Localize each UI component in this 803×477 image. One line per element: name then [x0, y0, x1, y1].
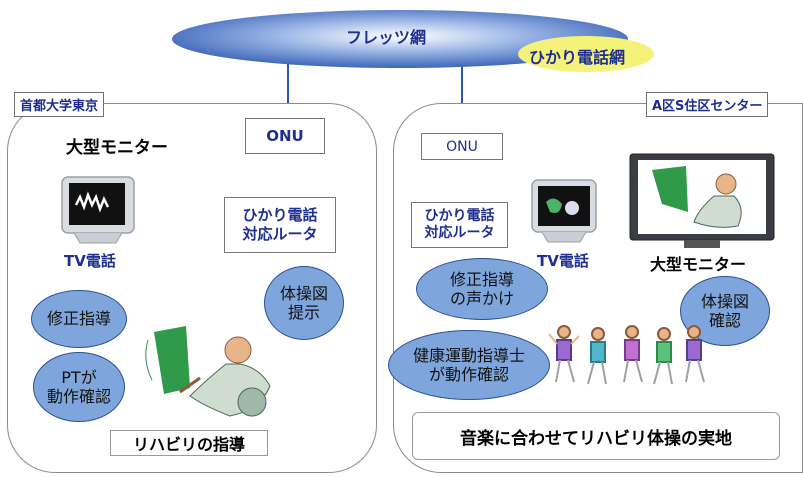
left-tv-phone-device: [61, 176, 135, 244]
left-caption: リハビリの指導: [110, 430, 268, 456]
right-bubble-instructor: 健康運動指導士 が動作確認: [388, 330, 550, 400]
left-instructor-illustration: [145, 326, 271, 417]
left-bubble-correction: 修正指導: [31, 290, 127, 348]
right-onu-box: ONU: [421, 133, 503, 160]
flets-network-ellipse: [172, 10, 628, 68]
left-bubble-diagram: 体操図 提示: [264, 266, 344, 340]
right-site-name: A区S住区センター: [646, 92, 769, 117]
left-site-name: 首都大学東京: [14, 92, 105, 117]
right-big-monitor-device: [629, 153, 775, 248]
right-tv-phone-device: [531, 179, 597, 243]
right-bubble-call: 修正指導 の声かけ: [416, 258, 548, 320]
left-tv-phone-label: TV電話: [64, 252, 116, 270]
right-dancers-illustration: [548, 325, 705, 385]
left-bubble-pt-check: PTが 動作確認: [33, 352, 125, 422]
right-big-monitor-label: 大型モニター: [650, 255, 747, 274]
left-onu-box: ONU: [245, 118, 325, 154]
right-caption: 音楽に合わせてリハビリ体操の実地: [412, 412, 780, 460]
hikari-denwa-ellipse: [518, 36, 654, 72]
left-big-monitor-label: 大型モニター: [66, 138, 168, 158]
flets-label: フレッツ網: [346, 28, 427, 47]
left-router-box: ひかり電話 対応ルータ: [224, 197, 336, 253]
right-tv-phone-label: TV電話: [537, 252, 589, 270]
right-router-box: ひかり電話 対応ルータ: [411, 202, 508, 248]
hikari-denwa-label: ひかり電話網: [529, 48, 626, 67]
